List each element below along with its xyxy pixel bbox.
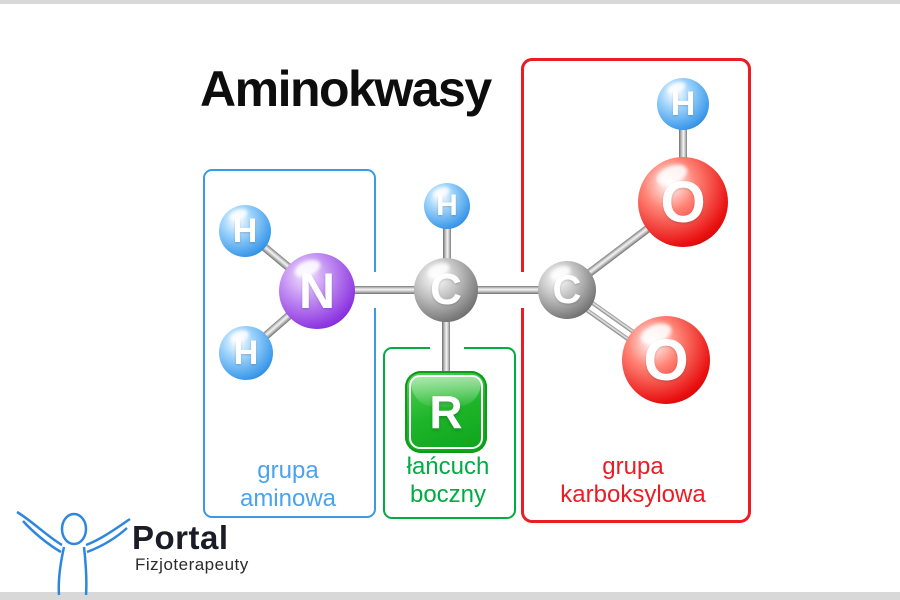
top-border-bar <box>0 0 900 4</box>
amino-group-label: grupa aminowa <box>239 457 337 512</box>
atom-carbon-carboxyl: C <box>538 261 596 319</box>
atom-label: H <box>233 333 259 372</box>
bottom-border-bar <box>0 592 900 600</box>
atom-oxygen: O <box>622 316 710 404</box>
atom-label: N <box>298 263 336 319</box>
atom-hydrogen: H <box>219 326 273 380</box>
side-chain-label: łańcuch boczny <box>406 453 490 508</box>
atom-label: C <box>552 267 582 312</box>
atom-hydrogen: H <box>219 205 271 257</box>
gloss-highlight <box>411 376 481 408</box>
atom-nitrogen: N <box>279 253 355 329</box>
carboxyl-group-label: grupa karboksylowa <box>560 453 706 508</box>
atom-label: H <box>232 211 258 250</box>
atom-oxygen: O <box>638 157 728 247</box>
logo-subtitle: Fizjoterapeuty <box>135 555 249 574</box>
atom-carbon-alpha: C <box>414 258 478 322</box>
atom-label: O <box>643 327 689 393</box>
atom-label: H <box>436 189 458 222</box>
atom-label: H <box>670 84 696 123</box>
atom-hydrogen: H <box>424 183 470 229</box>
amino-group-box <box>203 169 376 518</box>
r-group-label: R <box>429 386 463 438</box>
page-title: Aminokwasy <box>200 61 492 117</box>
atom-label: C <box>430 265 462 314</box>
logo-name: Portal <box>132 519 229 556</box>
bond-c-c <box>446 286 567 294</box>
atom-label: O <box>660 169 706 235</box>
r-group-square: R <box>405 371 487 453</box>
inner-ring <box>409 375 483 449</box>
bond-n-c <box>317 286 446 294</box>
person-icon <box>16 510 131 595</box>
atom-hydrogen: H <box>657 78 709 130</box>
